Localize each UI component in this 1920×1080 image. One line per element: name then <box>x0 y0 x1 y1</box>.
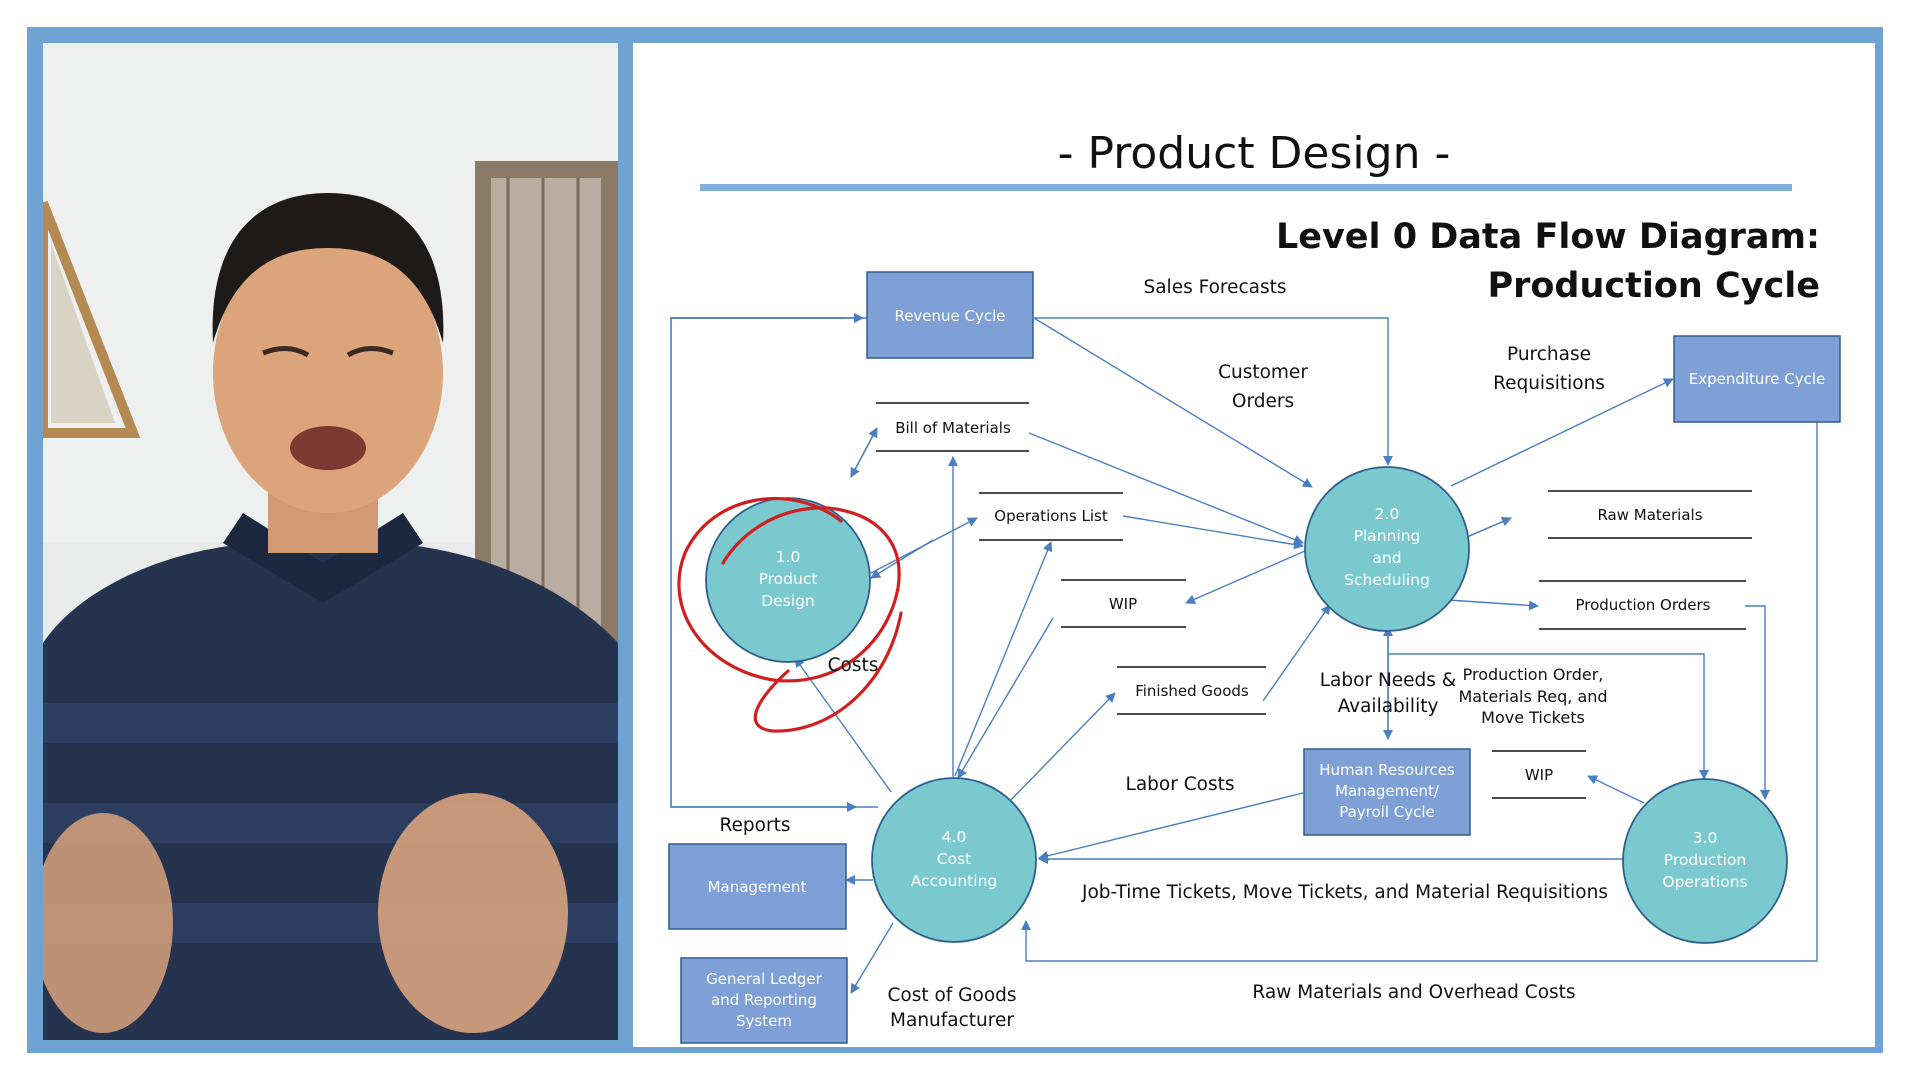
flow-purchase-requisitions-2: Requisitions <box>1493 373 1605 394</box>
presenter-illustration <box>43 43 618 1040</box>
diagram-title: Level 0 Data Flow Diagram: Production Cy… <box>1276 213 1820 311</box>
annotation-circle <box>677 496 903 733</box>
store-wip-2: WIP <box>1525 766 1553 784</box>
svg-text:3.0: 3.0 <box>1693 829 1718 847</box>
svg-text:Design: Design <box>761 592 815 610</box>
data-flow-diagram: Bill of Materials Operations List WIP Fi… <box>668 184 1841 1044</box>
flow-labor-costs: Labor Costs <box>1126 774 1235 795</box>
store-wip: WIP <box>1109 595 1137 613</box>
svg-text:2.0: 2.0 <box>1375 505 1400 523</box>
flow-reports: Reports <box>720 815 791 836</box>
flow-purchase-requisitions-1: Purchase <box>1507 344 1591 365</box>
svg-text:Management/: Management/ <box>1335 782 1440 800</box>
title-underline <box>700 184 1792 191</box>
flow-labor-needs-2: Availability <box>1338 696 1439 717</box>
svg-text:General Ledger: General Ledger <box>706 970 822 988</box>
process-production-operations: 3.0 Production Operations <box>1622 778 1788 944</box>
svg-text:4.0: 4.0 <box>942 828 967 846</box>
flow-raw-materials-overhead: Raw Materials and Overhead Costs <box>1252 982 1575 1003</box>
entity-revenue-cycle: Revenue Cycle <box>866 271 1034 359</box>
process-planning-scheduling: 2.0 Planning and Scheduling <box>1304 466 1470 632</box>
entity-expenditure-cycle: Expenditure Cycle <box>1673 335 1841 423</box>
entity-general-ledger: General Ledger and Reporting System <box>680 957 848 1044</box>
svg-text:Planning: Planning <box>1354 527 1421 545</box>
flow-customer-orders-1: Customer <box>1218 362 1308 383</box>
svg-text:Production: Production <box>1664 851 1746 869</box>
flow-cost-of-goods-1: Cost of Goods <box>887 985 1016 1006</box>
svg-text:Product: Product <box>759 570 818 588</box>
svg-text:Expenditure Cycle: Expenditure Cycle <box>1689 370 1826 388</box>
presenter-video <box>43 43 618 1040</box>
slide-title: - Product Design - <box>1057 128 1451 179</box>
svg-text:Revenue Cycle: Revenue Cycle <box>894 307 1005 325</box>
flow-job-time-tickets: Job-Time Tickets, Move Tickets, and Mate… <box>1081 882 1608 903</box>
diagram-title-line2: Production Cycle <box>1487 266 1820 306</box>
flow-costs: Costs <box>828 655 879 676</box>
flow-lines <box>670 313 1818 994</box>
flow-labor-needs-1: Labor Needs & <box>1320 670 1456 691</box>
svg-text:and Reporting: and Reporting <box>711 991 817 1009</box>
svg-text:Management: Management <box>708 878 807 896</box>
svg-text:Scheduling: Scheduling <box>1344 571 1430 589</box>
store-production-orders: Production Orders <box>1575 596 1710 614</box>
process-product-design: 1.0 Product Design <box>705 497 871 663</box>
store-operations-list: Operations List <box>994 507 1108 525</box>
data-stores <box>876 402 1752 799</box>
store-raw-materials: Raw Materials <box>1597 506 1702 524</box>
entity-management: Management <box>668 843 847 930</box>
svg-text:1.0: 1.0 <box>776 548 801 566</box>
flow-cost-of-goods-2: Manufacturer <box>890 1010 1014 1031</box>
slide: - Product Design - Level 0 Data Flow Dia… <box>633 43 1875 1047</box>
svg-text:Accounting: Accounting <box>911 872 998 890</box>
flow-production-order-1: Production Order, <box>1463 665 1604 684</box>
entity-human-resources: Human Resources Management/ Payroll Cycl… <box>1303 748 1471 836</box>
flow-production-order-2: Materials Req, and <box>1458 687 1607 706</box>
process-cost-accounting: 4.0 Cost Accounting <box>871 777 1037 943</box>
store-finished-goods: Finished Goods <box>1135 682 1249 700</box>
svg-text:Payroll Cycle: Payroll Cycle <box>1339 803 1435 821</box>
flow-production-order-3: Move Tickets <box>1481 708 1585 727</box>
flow-sales-forecasts: Sales Forecasts <box>1143 277 1286 298</box>
flow-customer-orders-2: Orders <box>1232 391 1294 412</box>
svg-text:Human Resources: Human Resources <box>1319 761 1455 779</box>
diagram-title-line1: Level 0 Data Flow Diagram: <box>1275 217 1820 257</box>
svg-text:Cost: Cost <box>937 850 971 868</box>
svg-text:System: System <box>736 1012 792 1030</box>
svg-text:Operations: Operations <box>1662 873 1747 891</box>
svg-text:and: and <box>1372 549 1401 567</box>
store-bill-of-materials: Bill of Materials <box>895 419 1011 437</box>
